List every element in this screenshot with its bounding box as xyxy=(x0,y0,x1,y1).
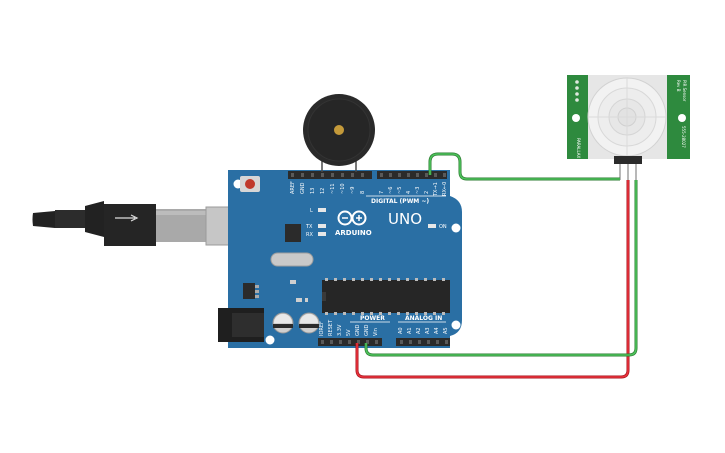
pin-label: 12 xyxy=(320,188,326,194)
pir-part-label: 555-28027 xyxy=(681,126,686,148)
tx-led-label: TX xyxy=(305,224,313,230)
regulator xyxy=(243,283,255,299)
pin-label: RX←0 xyxy=(442,182,448,196)
pin-label: A5 xyxy=(443,327,449,334)
smd-part xyxy=(290,280,296,284)
mount-hole xyxy=(451,223,461,233)
pin-label: ~6 xyxy=(388,187,394,194)
pin-label: A4 xyxy=(434,327,440,334)
on-led xyxy=(428,224,436,228)
rx-led xyxy=(318,232,326,236)
pir-name-label: PIR Sensor xyxy=(682,80,687,102)
buzzer-icon xyxy=(303,94,375,172)
pin-label: IOREF xyxy=(319,321,325,336)
usb-symbol-icon xyxy=(115,214,139,222)
pin-label: 13 xyxy=(310,188,316,194)
tx-led xyxy=(318,224,326,228)
pin-label: 7 xyxy=(379,191,385,194)
dc-power-jack xyxy=(218,308,264,342)
pin-label: ~11 xyxy=(330,183,336,194)
pin-label: GND xyxy=(355,324,361,336)
mount-hole xyxy=(572,114,580,122)
brand-label: ARDUINO xyxy=(335,229,372,237)
reset-button-icon[interactable] xyxy=(240,176,260,192)
pin-label: A0 xyxy=(398,327,404,334)
mount-hole xyxy=(265,335,275,345)
pin-label: ~3 xyxy=(415,187,421,194)
rx-led-label: RX xyxy=(306,232,313,238)
pin-label: RESET xyxy=(328,319,334,336)
pir-header[interactable] xyxy=(614,156,642,164)
pin-label: AREF xyxy=(290,181,296,194)
pin-label: 4 xyxy=(406,191,412,194)
analog-header[interactable] xyxy=(396,338,450,346)
pin-label: ~5 xyxy=(397,187,403,194)
pin-label: 5V xyxy=(346,329,352,336)
analog-label: ANALOG IN xyxy=(405,315,442,322)
pin-label: ~10 xyxy=(340,183,346,194)
mount-hole xyxy=(678,114,686,122)
smd-part xyxy=(296,298,302,302)
pin-label: 8 xyxy=(360,191,366,194)
arduino-board: AREF GND 13 12 ~11 ~10 ~9 8 7 ~6 ~5 4 ~3… xyxy=(218,170,462,348)
digital-header-left[interactable] xyxy=(288,171,372,179)
pir-brand-label: PARALLAX xyxy=(576,138,581,159)
power-label: POWER xyxy=(360,315,385,322)
l-led xyxy=(318,208,326,212)
pin-label: ~9 xyxy=(350,187,356,194)
atmega-chip xyxy=(322,278,450,315)
pin-label: 2 xyxy=(424,191,430,194)
pin-label: A3 xyxy=(425,327,431,334)
pin-label: A1 xyxy=(407,327,413,334)
capacitor xyxy=(272,312,294,334)
l-led-label: L xyxy=(310,208,313,214)
pin-label: GND xyxy=(364,324,370,336)
digital-header-right[interactable] xyxy=(377,171,447,179)
on-label: ON xyxy=(439,224,447,230)
smd-part xyxy=(305,298,308,302)
digital-label: DIGITAL (PWM ~) xyxy=(371,198,429,205)
arduino-logo-icon xyxy=(337,210,367,226)
pir-rev-label: Rev B xyxy=(676,80,681,92)
usb-cable-icon xyxy=(32,201,262,246)
pir-sensor-icon: PARALLAX PIR Sensor Rev B 555-28027 xyxy=(567,75,690,180)
crystal xyxy=(270,252,314,267)
pin-label: GND xyxy=(300,182,306,194)
usb-chip xyxy=(285,224,301,242)
capacitor xyxy=(298,312,320,334)
pin-label: TX→1 xyxy=(433,182,439,197)
pin-label: A2 xyxy=(416,327,422,334)
mount-hole xyxy=(451,320,461,330)
model-label: UNO xyxy=(388,210,422,228)
pin-label: 3.3V xyxy=(337,324,343,336)
pin-label: Vin xyxy=(373,328,379,336)
